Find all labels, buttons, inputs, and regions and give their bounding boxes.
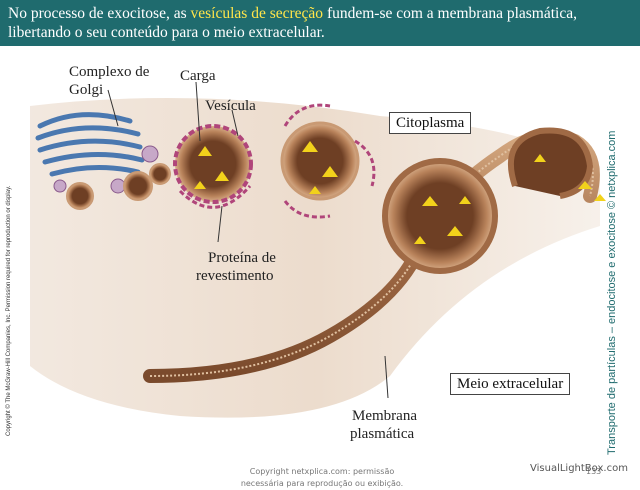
cargo-particles [194, 141, 606, 244]
label-membrana-line1: Membrana [352, 408, 417, 424]
plasma-membrane-inner [149, 135, 594, 377]
label-proteina-line1: Proteína de [208, 250, 276, 266]
coat-fragment [354, 139, 376, 187]
side-title-vertical: Transporte de partículas – endocitose e … [606, 130, 618, 455]
footer-copyright: Copyright netxplica.com: permissão neces… [222, 466, 422, 490]
header-highlight: vesículas de secreção [190, 5, 324, 22]
page-number: 133 [586, 467, 602, 476]
coated-vesicle [173, 124, 253, 204]
exocytosis-illustration [30, 81, 606, 418]
fusing-vesicle [382, 158, 498, 274]
releasing-vesicle [508, 127, 594, 199]
label-golgi-line1: Complexo de [69, 64, 150, 80]
label-proteina-line2: revestimento [196, 268, 274, 284]
label-meio-extracelular: Meio extracelular [450, 373, 571, 395]
label-vesicula: Vesícula [205, 98, 256, 114]
clathrin-coat [178, 185, 252, 209]
exocytosis-diagram: Complexo de Golgi Carga Vesícula Proteín… [0, 46, 640, 488]
golgi-vesicles [53, 145, 159, 194]
small-vesicles [66, 163, 171, 210]
label-carga: Carga [180, 68, 216, 84]
header-banner: No processo de exocitose, as vesículas d… [0, 0, 640, 46]
copyright-vertical: Copyright © The McGraw-Hill Companies, I… [6, 185, 12, 436]
uncoating-vesicle [280, 121, 360, 201]
watermark: VisualLightBox.com [530, 463, 628, 474]
header-text-start: No processo de exocitose, as [8, 5, 191, 22]
leader-lines [107, 81, 389, 399]
golgi-complex [35, 112, 145, 177]
coat-fragment [283, 200, 331, 219]
coat-fragment [283, 103, 331, 127]
label-membrana-line2: plasmática [350, 426, 415, 442]
label-citoplasma: Citoplasma [389, 112, 472, 134]
label-golgi-line2: Golgi [69, 82, 104, 98]
header-text-end: fundem-se com a membrana plasmática, lib… [8, 5, 577, 41]
footer-line1: Copyright netxplica.com: permissão [249, 467, 395, 476]
